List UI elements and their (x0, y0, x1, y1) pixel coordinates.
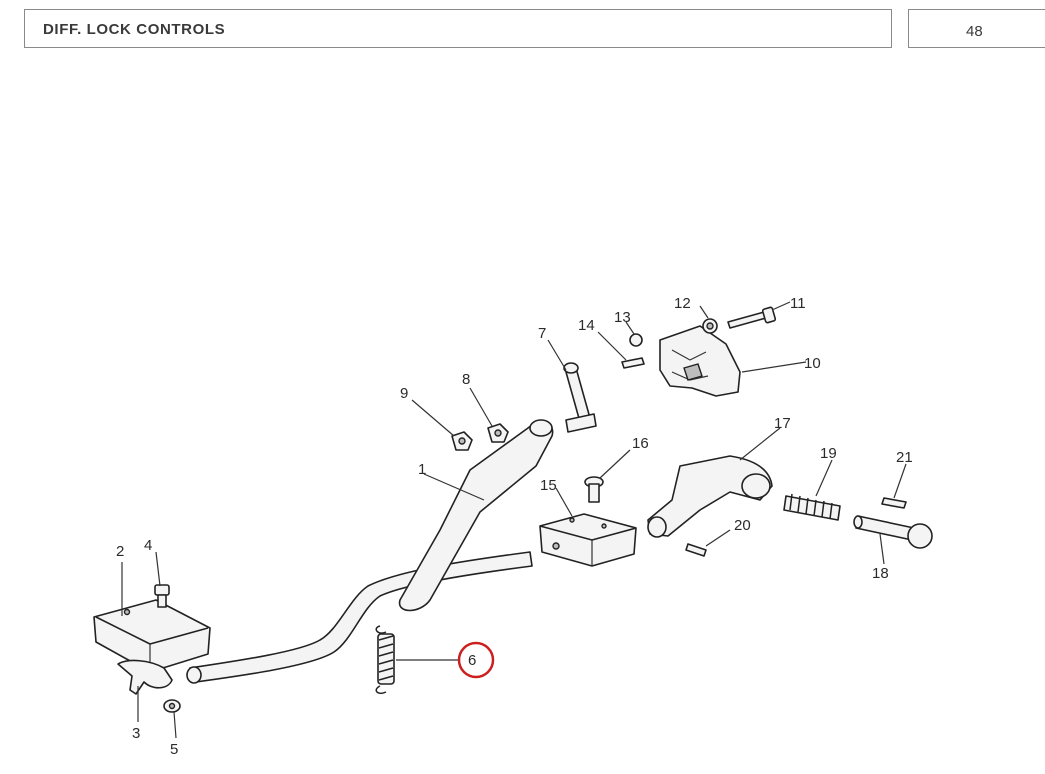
callout-18: 18 (872, 565, 889, 582)
part-6-spring (375, 625, 395, 695)
part-17-lever (647, 455, 773, 538)
part-9-nut (451, 431, 473, 451)
callout-5: 5 (170, 741, 178, 758)
page-number: 48 (966, 23, 983, 40)
part-19-spring (783, 493, 841, 521)
callout-12: 12 (674, 295, 691, 312)
part-8-nut (487, 423, 509, 443)
callout-3: 3 (132, 725, 140, 742)
callout-8: 8 (462, 371, 470, 388)
part-2-bracket (93, 599, 211, 673)
part-18-clevis-pin (853, 515, 933, 549)
part-13-nut (629, 333, 643, 347)
part-11-bolt (727, 306, 777, 329)
part-7-link-rod (563, 362, 597, 433)
part-16-bolt (584, 476, 604, 503)
part-4-bolt (154, 584, 170, 608)
callout-21: 21 (896, 449, 913, 466)
callout-7: 7 (538, 325, 546, 342)
header-page-box: 48 (908, 9, 1045, 48)
callout-15: 15 (540, 477, 557, 494)
callout-17: 17 (774, 415, 791, 432)
part-14-pin (621, 357, 645, 369)
page-title: DIFF. LOCK CONTROLS (43, 21, 226, 38)
header-title-box: DIFF. LOCK CONTROLS (24, 9, 892, 48)
part-21-pin (881, 497, 907, 509)
callout-19: 19 (820, 445, 837, 462)
callout-9: 9 (400, 385, 408, 402)
callout-20: 20 (734, 517, 751, 534)
callout-10: 10 (804, 355, 821, 372)
part-10-bracket (659, 325, 741, 397)
part-5-nut (163, 699, 181, 713)
callout-11: 11 (790, 295, 806, 312)
callout-2: 2 (116, 543, 124, 560)
callout-labels: 1 2 3 4 5 6 7 8 9 10 11 12 13 14 15 16 1… (116, 295, 913, 758)
callout-13: 13 (614, 309, 631, 326)
part-15-block (539, 513, 637, 567)
callout-1: 1 (418, 461, 426, 478)
highlight-circle (457, 641, 495, 679)
part-20-pin (685, 543, 707, 557)
part-1-rod-lever (186, 419, 554, 684)
callout-16: 16 (632, 435, 649, 452)
leader-lines (121, 301, 907, 739)
callout-14: 14 (578, 317, 595, 334)
part-12-washer (702, 318, 718, 334)
callout-6: 6 (468, 652, 476, 669)
part-3-clip (117, 659, 173, 695)
callout-4: 4 (144, 537, 152, 554)
